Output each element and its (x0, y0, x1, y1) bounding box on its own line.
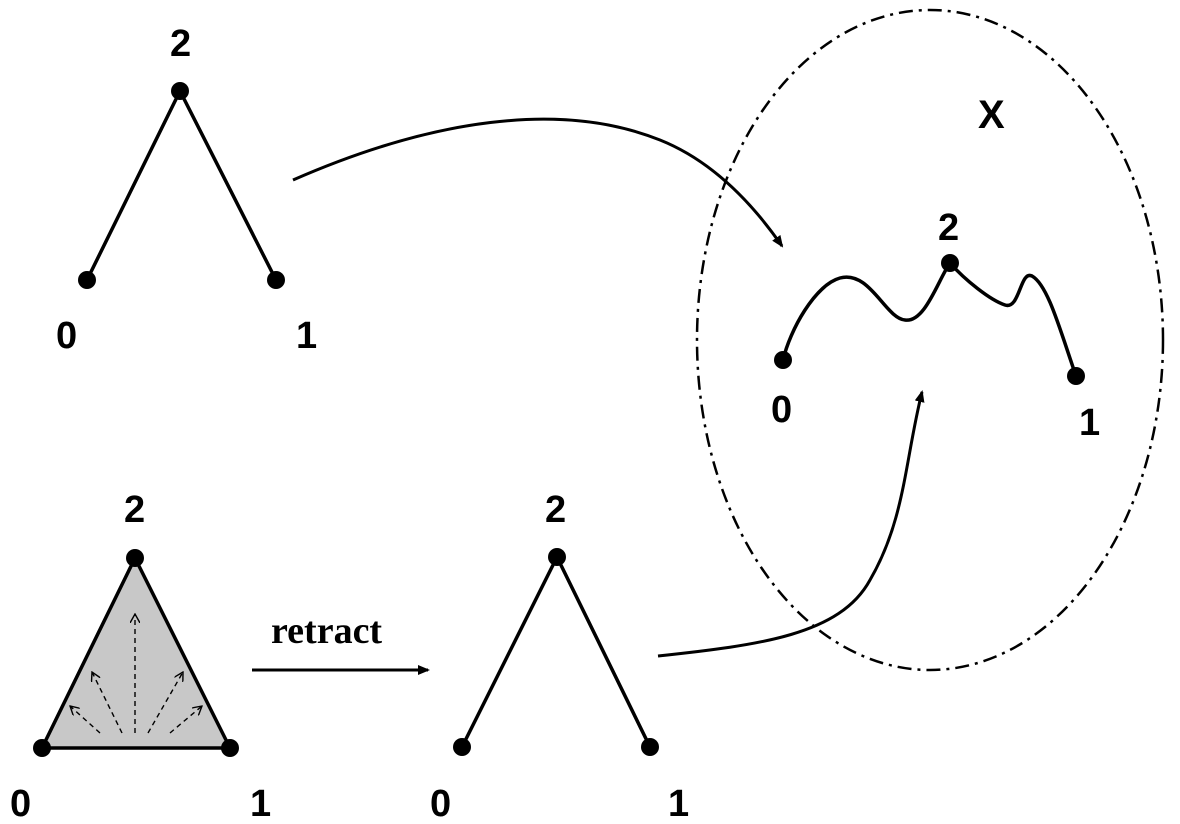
x-vertex-2 (941, 254, 959, 272)
dashed-arrow-left-upper (92, 672, 123, 734)
map-arrow-top (292, 117, 784, 248)
bottom-middle-vertex-2 (548, 548, 566, 566)
top-left-edge-0-2 (85, 89, 182, 282)
bottom-middle-edge-2-1 (555, 555, 652, 749)
top-left-label-2: 2 (170, 23, 191, 65)
x-label-0: 0 (771, 389, 792, 431)
top-left-vertex-2 (171, 82, 189, 100)
retract-label: retract (271, 610, 382, 652)
bottom-middle-vertex-0 (453, 738, 471, 756)
bottom-left-triangle: 0 1 2 (10, 489, 271, 824)
triangle-label-1: 1 (250, 783, 271, 824)
x-label-2: 2 (938, 207, 959, 249)
bottom-middle-label-1: 1 (668, 783, 689, 824)
triangle-vertex-1 (221, 739, 239, 757)
top-left-edge-2-1 (178, 89, 278, 282)
bottom-middle-label-2: 2 (545, 489, 566, 531)
triangle-vertex-2 (126, 549, 144, 567)
wavy-path-2-1 (948, 261, 1078, 378)
map-arrow-bottom (657, 390, 925, 658)
triangle-vertex-0 (33, 739, 51, 757)
dashed-arrow-right-lower (169, 706, 202, 734)
top-left-vertex-0 (78, 271, 96, 289)
space-x-label: X (978, 93, 1005, 137)
bottom-middle-graph: 0 1 2 (430, 489, 689, 824)
space-x-boundary (695, 8, 1165, 672)
bottom-middle-edge-0-2 (460, 555, 559, 749)
top-left-label-1: 1 (296, 315, 317, 357)
triangle-label-2: 2 (124, 489, 145, 531)
top-left-label-0: 0 (56, 315, 77, 357)
x-vertex-0 (774, 351, 792, 369)
bottom-middle-vertex-1 (641, 738, 659, 756)
path-in-x: 0 1 2 (771, 207, 1100, 444)
x-label-1: 1 (1079, 402, 1100, 444)
retract-arrow: retract (252, 610, 430, 675)
triangle-face (40, 556, 232, 750)
top-left-graph: 0 1 2 (56, 23, 317, 357)
x-vertex-1 (1067, 367, 1085, 385)
bottom-middle-label-0: 0 (430, 783, 451, 824)
triangle-label-0: 0 (10, 783, 31, 824)
top-left-vertex-1 (267, 271, 285, 289)
dashed-arrow-left-lower (70, 706, 101, 734)
wavy-path-0-2 (781, 261, 952, 362)
dashed-arrow-right-upper (147, 672, 183, 734)
